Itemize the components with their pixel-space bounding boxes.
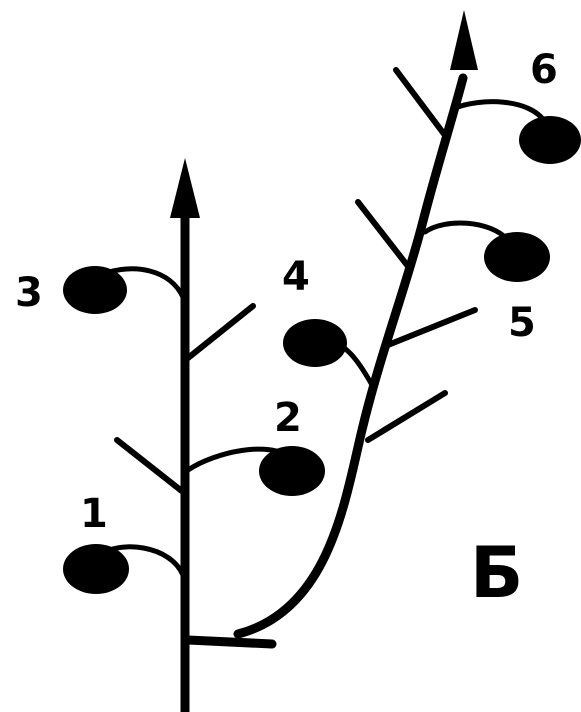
right-stem-branch-3 [358, 202, 407, 265]
fruit-5 [484, 232, 550, 282]
fruit-3-label: 3 [15, 270, 43, 316]
fruit-2-label: 2 [274, 395, 302, 441]
right-stem-branch-2 [388, 310, 475, 345]
left-stem-branch-upper [188, 306, 253, 358]
right-stem-arrowhead [450, 10, 478, 70]
left-stem-branch-lower [117, 440, 183, 492]
right-stem-branch-1 [368, 393, 445, 440]
fruit-1 [63, 544, 129, 594]
fruit-3 [63, 266, 127, 314]
fruit-4 [283, 319, 347, 367]
fruit-6 [519, 116, 581, 164]
fruit-4-label: 4 [282, 254, 310, 300]
fruit-6-stalk [455, 102, 545, 122]
panel-label: Б [470, 532, 523, 614]
right-stem-branch-4 [396, 70, 444, 134]
left-stem-arrowhead [170, 158, 200, 218]
fruit-5-label: 5 [508, 300, 536, 346]
fruit-5-stalk [425, 223, 508, 240]
fruit-2 [259, 446, 325, 496]
base-stub [188, 640, 272, 644]
fruit-6-label: 6 [530, 47, 558, 93]
fruit-1-label: 1 [80, 491, 108, 537]
